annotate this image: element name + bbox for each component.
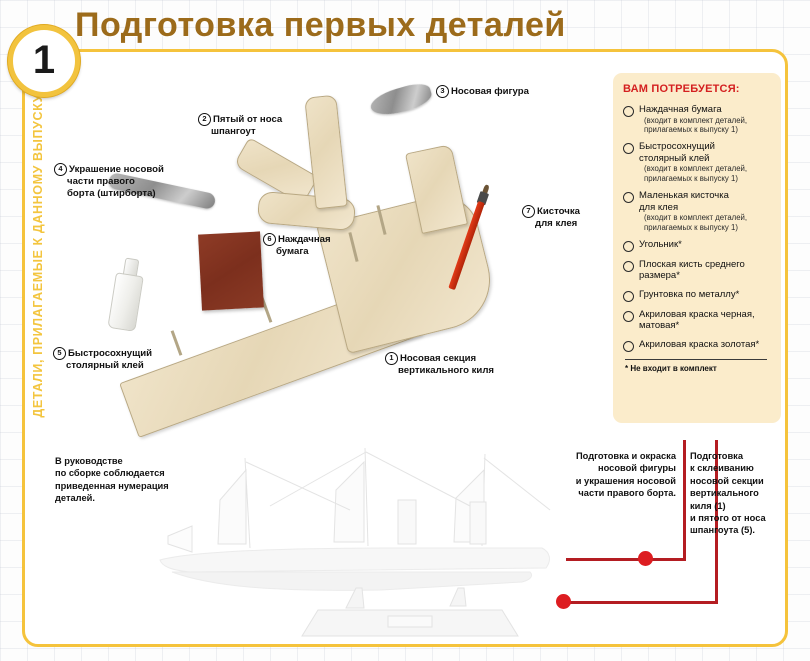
callout-7-line2: для клея — [535, 218, 578, 229]
leader-dot-ornament — [638, 551, 653, 566]
material-item-8[interactable]: Акриловая краска золотая* — [623, 339, 771, 352]
spine-vertical-label: ДЕТАЛИ, ПРИЛАГАЕМЫЕ К ДАННОМУ ВЫПУСКУ — [31, 94, 45, 418]
checkbox-icon[interactable] — [623, 260, 634, 272]
material-label2: матовая* — [639, 320, 680, 332]
callout-1-line2: вертикального киля — [398, 365, 495, 376]
step-number-text: 1 — [32, 37, 56, 82]
material-item-2[interactable]: Быстросохнущий столярный клей (входит в … — [623, 141, 771, 183]
note-mid-l1: Подготовка и окраска — [575, 451, 676, 461]
material-sub1: (входит в комплект деталей, — [644, 164, 748, 174]
callout-number-1: 1 — [385, 352, 398, 365]
callout-number-6: 6 — [263, 233, 276, 246]
note-right-l6: и пятого от носа — [690, 513, 766, 524]
callout-5-line2: столярный клей — [66, 360, 144, 371]
note-mid: Подготовка и окраска носовой фигуры и ук… — [533, 450, 676, 500]
callout-5-line1: Быстросохнущий — [68, 348, 153, 359]
material-label: Маленькая кисточка — [639, 190, 729, 202]
checkbox-icon[interactable] — [623, 290, 634, 302]
material-sub1: (входит в комплект деталей, — [644, 213, 748, 223]
note-left: В руководстве по сборке соблюдается прив… — [55, 455, 245, 505]
checkbox-icon[interactable] — [623, 106, 634, 117]
note-mid-l2: носовой фигуры — [598, 463, 676, 474]
page-title: Подготовка первых деталей — [75, 6, 566, 44]
checkbox-icon[interactable] — [623, 310, 634, 322]
callout-3-line1: Носовая фигура — [451, 86, 529, 97]
callout-number-3: 3 — [436, 85, 449, 98]
material-label: Наждачная бумага — [639, 104, 722, 115]
callout-6-line2: бумага — [276, 246, 309, 257]
material-sub1: (входит в комплект деталей, — [644, 115, 748, 125]
callout-2-line1: Пятый от носа — [213, 114, 283, 125]
material-label: Быстросохнущий — [639, 141, 715, 153]
note-left-l1: В руководстве — [55, 456, 123, 466]
callout-number-2: 2 — [198, 113, 211, 126]
note-left-l2: по сборке соблюдается — [55, 468, 165, 479]
material-sub2: прилагаемых к выпуску 1) — [644, 173, 738, 183]
callout-1-line1: Носовая секция — [400, 353, 477, 364]
callout-4-line2: части правого — [67, 176, 135, 187]
note-right-l7: шпангоута (5). — [690, 525, 755, 536]
callout-number-5: 5 — [53, 347, 66, 360]
note-left-l4: деталей. — [55, 493, 95, 504]
note-right-l2: к склеиванию — [690, 463, 754, 474]
callout-4-line3: борта (штирборта) — [67, 188, 156, 199]
material-label: Грунтовка по металлу* — [639, 288, 740, 300]
material-label2: столярный клей — [639, 152, 710, 164]
note-right-l4: вертикального — [690, 488, 759, 499]
note-mid-l3: и украшения носовой — [575, 475, 676, 486]
material-item-6[interactable]: Грунтовка по металлу* — [623, 289, 771, 302]
step-number-badge: 1 — [8, 25, 80, 97]
checkbox-icon[interactable] — [623, 143, 634, 155]
note-right-l5: киля (1) — [690, 500, 726, 511]
callout-7-line1: Кисточка — [537, 206, 580, 217]
callout-number-4: 4 — [54, 163, 67, 176]
material-label: Угольник* — [639, 238, 682, 250]
material-sub2: прилагаемых к выпуску 1) — [644, 222, 738, 232]
material-sub2: прилагаемых к выпуску 1) — [644, 124, 738, 134]
material-label: Акриловая краска черная, — [639, 308, 755, 320]
material-label2: размера* — [639, 270, 680, 282]
note-left-l3: приведенная нумерация — [55, 480, 169, 491]
material-item-7[interactable]: Акриловая краска черная, матовая* — [623, 309, 771, 332]
materials-panel: ВАМ ПОТРЕБУЕТСЯ: Наждачная бумага (входи… — [613, 73, 781, 423]
callout-4-line1: Украшение носовой — [69, 164, 164, 175]
part-photo-sandpaper — [198, 231, 264, 311]
material-item-4[interactable]: Угольник* — [623, 239, 771, 252]
material-item-5[interactable]: Плоская кисть среднего размера* — [623, 259, 771, 282]
note-right-l1: Подготовка — [690, 451, 743, 461]
note-mid-l4: части правого борта. — [578, 488, 676, 499]
materials-footnote: * Не входит в комплект — [625, 358, 767, 373]
materials-panel-heading: ВАМ ПОТРЕБУЕТСЯ: — [623, 83, 740, 95]
leader-line-ornament-h — [566, 558, 686, 561]
leader-dot-keel — [556, 594, 571, 609]
material-item-1[interactable]: Наждачная бумага (входит в комплект дета… — [623, 104, 771, 134]
callout-number-7: 7 — [522, 205, 535, 218]
ship-model-photo — [150, 440, 570, 645]
material-label2: для клея — [639, 201, 679, 213]
leader-line-ornament-v — [683, 440, 686, 561]
checkbox-icon[interactable] — [623, 340, 634, 352]
leader-line-keel-h — [569, 601, 718, 604]
leader-line-keel-v — [715, 440, 718, 604]
checkbox-icon[interactable] — [623, 192, 634, 204]
callout-6-line1: Наждачная — [278, 234, 331, 245]
note-right: Подготовка к склеиванию носовой секции в… — [690, 450, 805, 537]
material-item-3[interactable]: Маленькая кисточка для клея (входит в ко… — [623, 190, 771, 232]
ship-model-svg — [159, 447, 551, 637]
material-label: Плоская кисть среднего — [639, 258, 745, 270]
note-right-l3: носовой секции — [690, 475, 764, 486]
callout-2-line2: шпангоут — [211, 126, 256, 137]
checkbox-icon[interactable] — [623, 240, 634, 252]
left-spine: ДЕТАЛИ, ПРИЛАГАЕМЫЕ К ДАННОМУ ВЫПУСКУ — [0, 49, 45, 647]
material-label: Акриловая краска золотая* — [639, 338, 760, 350]
